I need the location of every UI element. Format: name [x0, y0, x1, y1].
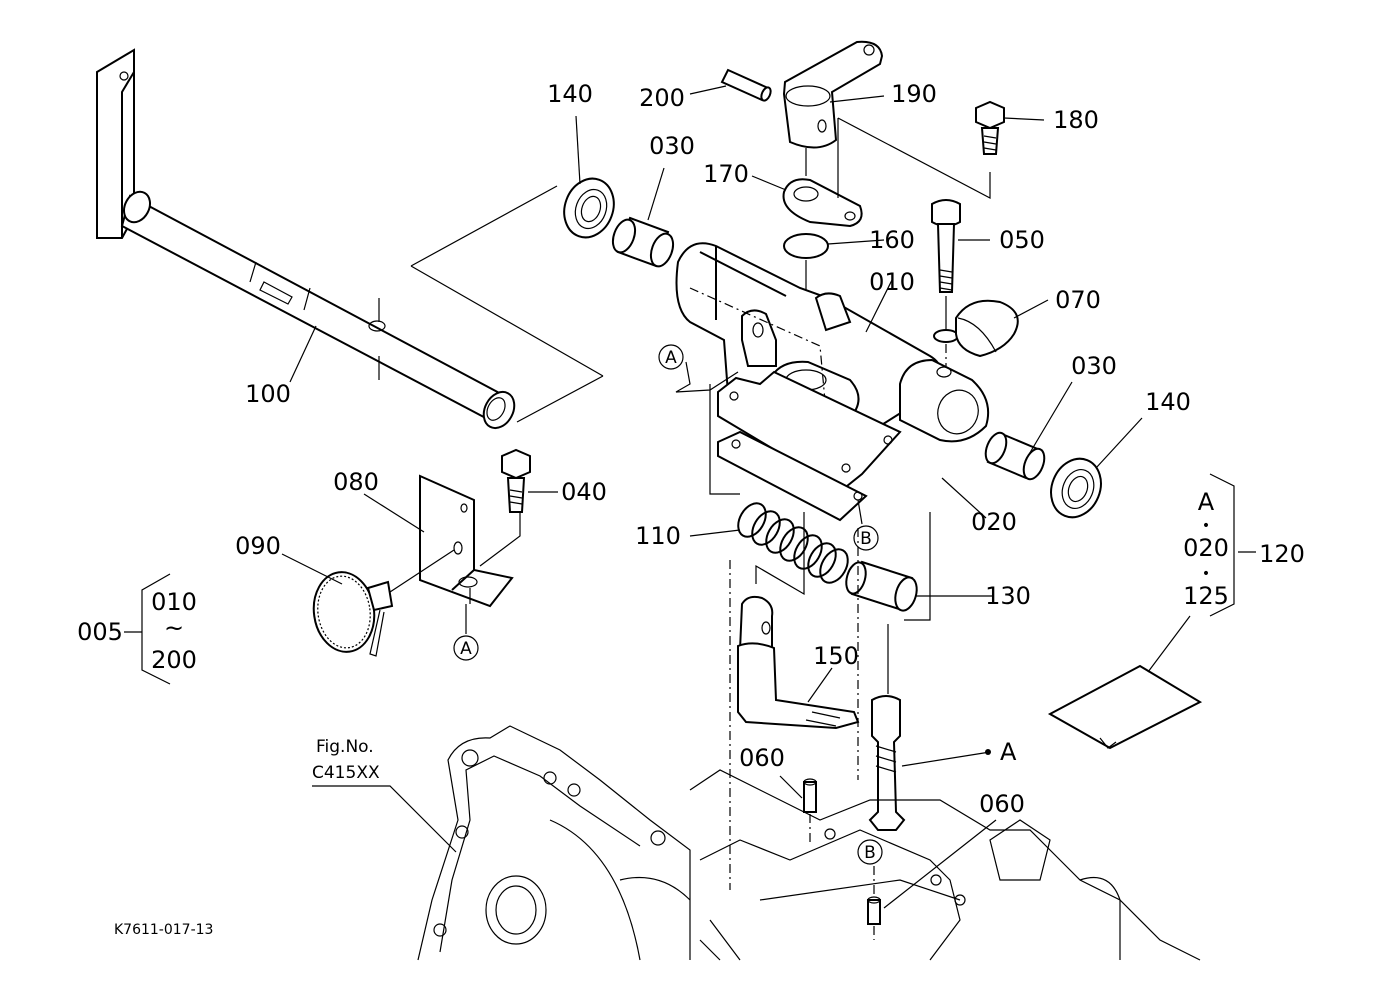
part-label-180: 180	[1053, 106, 1099, 134]
pin-060-left-drawing	[803, 778, 817, 846]
assembly-005-labels: 005 010 ~ 200	[77, 588, 197, 674]
bush-130-drawing	[845, 560, 918, 612]
arrow-letter: A	[1000, 738, 1017, 766]
kit-120-drawing	[1047, 473, 1256, 750]
clamp-090-drawing	[312, 549, 455, 657]
part-labels: 140 200 190 180 030 170 160 050 010 070 …	[235, 80, 1305, 818]
part-label-080: 080	[333, 468, 379, 496]
bush-030-top-drawing	[611, 216, 675, 268]
fig-ref-line2: C415XX	[312, 763, 380, 783]
spring-110-drawing	[737, 502, 849, 596]
part-label-100: 100	[245, 380, 291, 408]
assembly-range-from: 010	[151, 588, 197, 616]
part-label-060: 060	[739, 744, 785, 772]
marker-B-case: B	[857, 839, 883, 865]
part-label-190: 190	[891, 80, 937, 108]
kit-dot: •	[1202, 518, 1210, 534]
marker-B-gasket: B	[853, 499, 879, 551]
part-label-200: 200	[639, 84, 685, 112]
part-label-170: 170	[703, 160, 749, 188]
part-label-060: 060	[979, 790, 1025, 818]
part-label-090: 090	[235, 532, 281, 560]
part-label-160: 160	[869, 226, 915, 254]
part-label-120: 120	[1259, 540, 1305, 568]
part-label-130: 130	[985, 582, 1031, 610]
kit-dot: •	[1202, 566, 1210, 582]
assembly-range-to: 200	[151, 646, 197, 674]
part-label-030: 030	[649, 132, 695, 160]
marker-letter: A	[460, 639, 472, 659]
bracket-080-drawing	[419, 474, 521, 608]
assembly-005-bracket	[124, 573, 171, 685]
pin-060-right-drawing	[867, 866, 881, 940]
part-label-040: 040	[561, 478, 607, 506]
bolt-180-drawing	[975, 100, 1005, 155]
gasket-020-drawing	[709, 370, 931, 621]
kit-120-contents: A • 020 • 125	[1183, 488, 1229, 610]
part-label-140: 140	[1145, 388, 1191, 416]
kit-item-125: 125	[1183, 582, 1229, 610]
bearing-140-top-drawing	[563, 177, 615, 239]
part-label-140: 140	[547, 80, 593, 108]
assembly-number: 005	[77, 618, 123, 646]
part-label-070: 070	[1055, 286, 1101, 314]
pin-200-drawing	[720, 68, 772, 102]
figure-reference: Fig.No. C415XX	[312, 737, 380, 783]
kit-item-020: 020	[1183, 534, 1229, 562]
part-label-110: 110	[635, 522, 681, 550]
bearing-140-right-drawing	[1050, 457, 1102, 519]
assembly-range-sep: ~	[164, 614, 184, 642]
shaft-100-drawing	[96, 48, 604, 430]
bush-070-drawing	[955, 299, 1019, 358]
part-label-010: 010	[869, 268, 915, 296]
bush-030-right-drawing	[984, 431, 1046, 481]
marker-A-housing: A	[658, 344, 739, 393]
arm-190-drawing	[782, 40, 884, 149]
marker-letter: A	[665, 348, 677, 368]
plate-170-drawing	[782, 178, 863, 228]
drawing-code: K7611-017-13	[114, 922, 213, 938]
bolt-050-drawing	[931, 199, 961, 366]
part-label-150: 150	[813, 642, 859, 670]
marker-letter: B	[860, 529, 872, 549]
oring-160-drawing	[783, 233, 829, 259]
marker-letter: B	[864, 843, 876, 863]
arm-150-drawing	[737, 595, 860, 730]
arrow-to-A: A	[985, 738, 1017, 766]
rod-drawing	[868, 624, 906, 831]
transmission-case-drawing	[417, 528, 1201, 961]
fig-ref-line1: Fig.No.	[316, 737, 374, 757]
bolt-040-drawing	[501, 448, 531, 513]
part-label-050: 050	[999, 226, 1045, 254]
leader-lines	[281, 85, 1143, 909]
marker-A-bracket: A	[453, 604, 479, 661]
part-label-020: 020	[971, 508, 1017, 536]
kit-item-A: A	[1198, 488, 1215, 516]
part-label-030: 030	[1071, 352, 1117, 380]
